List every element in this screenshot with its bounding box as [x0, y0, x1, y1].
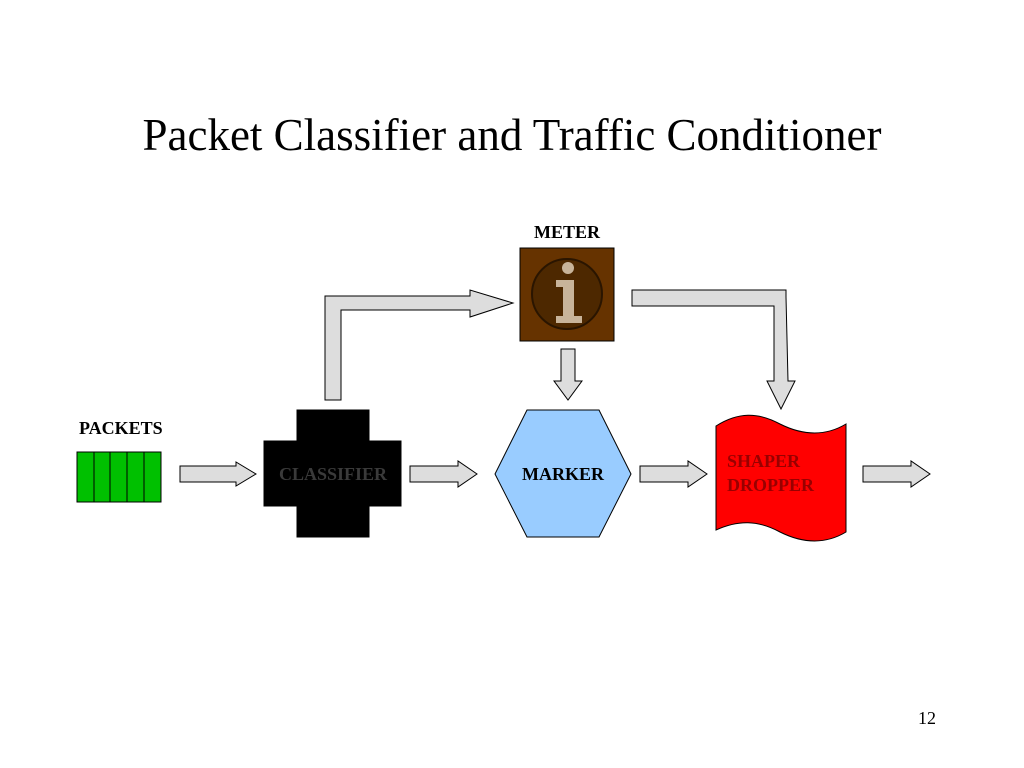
arrow-output: [862, 460, 931, 488]
marker-shape: [494, 409, 632, 538]
classifier-shape: [263, 409, 402, 538]
packets-label: PACKETS: [79, 418, 163, 438]
shaper-dropper-shape: [715, 414, 847, 542]
dropper-label: DROPPER: [727, 475, 815, 495]
arrow-classifier-to-marker: [409, 460, 478, 488]
meter-box: [519, 247, 615, 342]
packets-block: [76, 451, 162, 503]
arrow-packets-to-classifier: [179, 461, 257, 487]
arrow-meter-to-shaper: [631, 289, 796, 411]
info-icon: [531, 258, 603, 330]
classifier-label: CLASSIFIER: [279, 464, 388, 484]
slide-title: Packet Classifier and Traffic Conditione…: [142, 110, 882, 160]
meter-label: METER: [534, 222, 601, 242]
page-number: 12: [918, 708, 936, 728]
shaper-label: SHAPER: [727, 451, 801, 471]
arrow-meter-to-marker: [553, 348, 583, 401]
arrow-classifier-to-meter: [324, 289, 515, 401]
arrow-marker-to-shaper: [639, 460, 708, 488]
marker-label: MARKER: [522, 464, 605, 484]
